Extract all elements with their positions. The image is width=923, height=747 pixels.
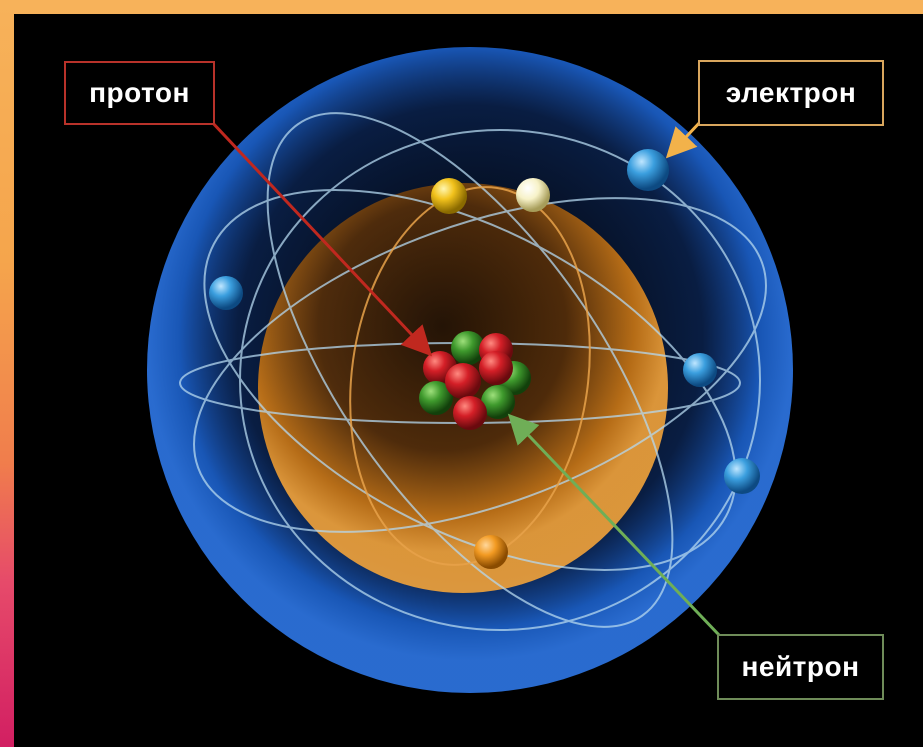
nucleus (419, 331, 531, 430)
neutron-arrow (507, 413, 722, 638)
electron-orbits (179, 112, 767, 631)
electron (209, 276, 243, 310)
proton-label: протон (64, 61, 215, 125)
electron-label: электрон (698, 60, 884, 126)
proton-arrow (208, 118, 433, 357)
proton (445, 363, 481, 399)
orbit-steep (266, 112, 674, 628)
neutron (481, 385, 515, 419)
neutron (451, 331, 485, 365)
electron (724, 458, 760, 494)
electron-inner-white (516, 178, 550, 212)
inner-orbit (349, 186, 591, 566)
neutron-label: нейтрон (717, 634, 884, 700)
proton (479, 351, 513, 385)
electron (627, 149, 669, 191)
electron-arrow (665, 118, 704, 159)
electron-inner-orange (474, 535, 508, 569)
neutron (419, 381, 453, 415)
proton (453, 396, 487, 430)
electron-inner-yellow (431, 178, 467, 214)
electron (683, 353, 717, 387)
orbit-round (239, 129, 761, 631)
orbit-tilted-1 (193, 197, 767, 533)
